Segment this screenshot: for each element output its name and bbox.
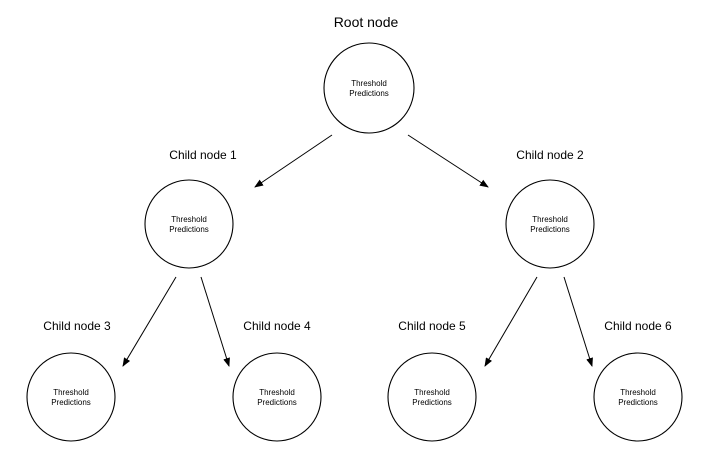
node-label-line2: Predictions xyxy=(257,398,297,407)
node-label-line2: Predictions xyxy=(530,225,570,234)
node-label-line2: Predictions xyxy=(412,398,452,407)
node-label-line2: Predictions xyxy=(618,398,658,407)
node-child-2: Child node 2 Threshold Predictions xyxy=(505,148,595,269)
node-child-6: Child node 6 Threshold Predictions xyxy=(593,319,683,442)
edge-child1-child4 xyxy=(200,276,230,367)
edge-root-child2 xyxy=(407,134,489,188)
node-label-line1: Threshold xyxy=(414,388,450,397)
node-title: Root node xyxy=(334,14,399,30)
node-title: Child node 3 xyxy=(43,319,111,333)
node-label-line1: Threshold xyxy=(620,388,656,397)
node-circle xyxy=(387,352,477,442)
edge-child2-child5 xyxy=(484,276,538,367)
node-circle xyxy=(323,42,415,134)
node-title: Child node 6 xyxy=(604,319,672,333)
node-circle xyxy=(505,179,595,269)
edge-child2-child6 xyxy=(563,276,593,367)
edge-root-child1 xyxy=(254,134,333,188)
node-circle xyxy=(26,352,116,442)
node-label-line1: Threshold xyxy=(351,79,387,88)
node-label-line1: Threshold xyxy=(532,215,568,224)
node-label-line2: Predictions xyxy=(51,398,91,407)
node-title: Child node 4 xyxy=(243,319,311,333)
node-child-1: Child node 1 Threshold Predictions xyxy=(144,148,237,269)
node-circle xyxy=(232,352,322,442)
node-title: Child node 1 xyxy=(169,148,237,162)
node-title: Child node 5 xyxy=(398,319,466,333)
node-label-line2: Predictions xyxy=(349,89,389,98)
node-circle xyxy=(144,179,234,269)
node-title: Child node 2 xyxy=(516,148,584,162)
node-label-line1: Threshold xyxy=(53,388,89,397)
node-circle xyxy=(593,352,683,442)
node-child-5: Child node 5 Threshold Predictions xyxy=(387,319,477,442)
edges xyxy=(122,134,593,367)
node-child-4: Child node 4 Threshold Predictions xyxy=(232,319,322,442)
node-label-line1: Threshold xyxy=(171,215,207,224)
node-label-line1: Threshold xyxy=(259,388,295,397)
node-label-line2: Predictions xyxy=(169,225,209,234)
edge-child1-child3 xyxy=(122,276,177,367)
node-root: Root node Threshold Predictions xyxy=(323,14,415,134)
node-child-3: Child node 3 Threshold Predictions xyxy=(26,319,116,442)
